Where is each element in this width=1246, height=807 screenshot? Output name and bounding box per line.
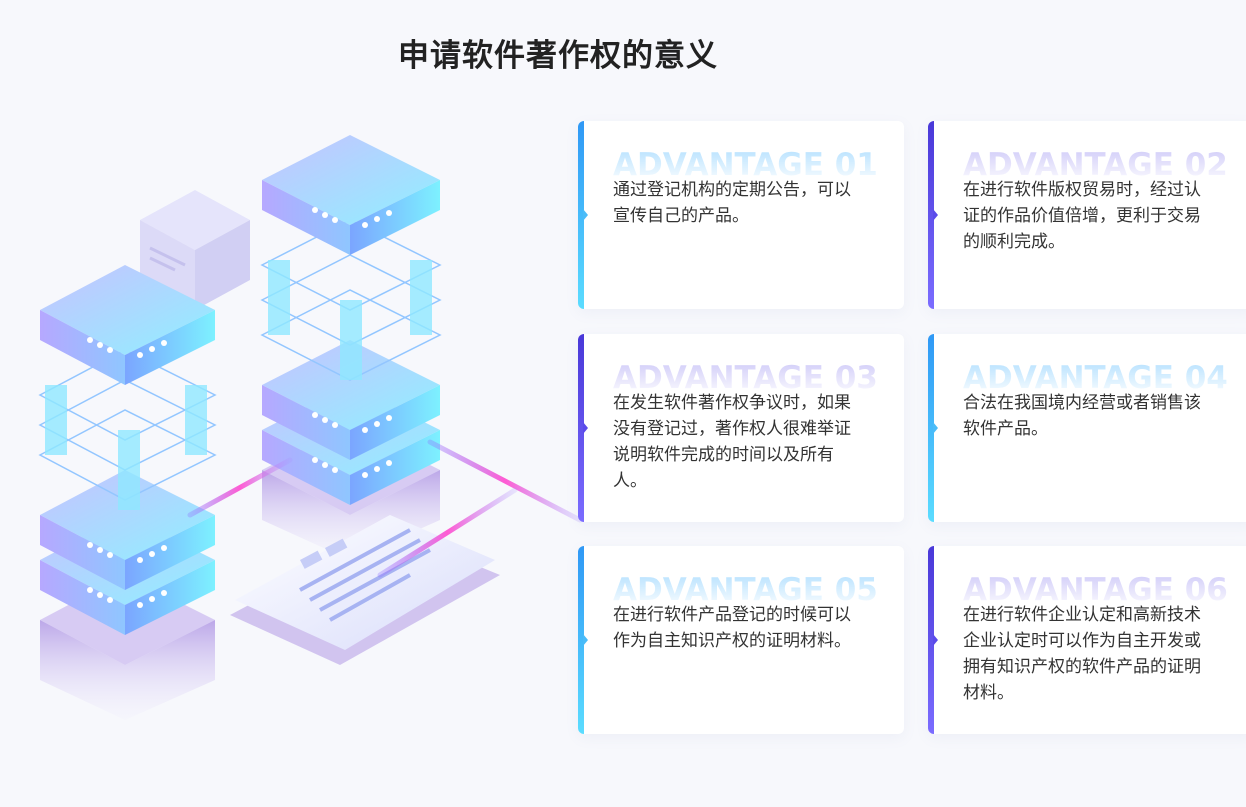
advantage-card-03: ADVANTAGE 03 在发生软件著作权争议时，如果没有登记过，著作权人很难举… [578, 334, 904, 522]
card-accent-notch [583, 422, 588, 434]
card-accent-notch [933, 634, 938, 646]
card-accent-bar [578, 334, 584, 522]
card-text: 合法在我国境内经营或者销售该软件产品。 [963, 393, 1201, 439]
card-accent-bar [928, 334, 934, 522]
advantage-card-04: ADVANTAGE 04 合法在我国境内经营或者销售该软件产品。 [928, 334, 1246, 522]
card-text: 通过登记机构的定期公告，可以宣传自己的产品。 [613, 180, 851, 226]
card-accent-notch [933, 209, 938, 221]
advantage-card-01: ADVANTAGE 01 通过登记机构的定期公告，可以宣传自己的产品。 [578, 121, 904, 309]
advantage-card-06: ADVANTAGE 06 在进行软件企业认定和高新技术企业认定时可以作为自主开发… [928, 546, 1246, 734]
card-text: 在进行软件企业认定和高新技术企业认定时可以作为自主开发或拥有知识产权的软件产品的… [963, 605, 1201, 703]
card-watermark: ADVANTAGE 04 [963, 360, 1228, 396]
card-accent-notch [933, 422, 938, 434]
card-text: 在进行软件版权贸易时，经过认证的作品价值倍增，更利于交易的顺利完成。 [963, 180, 1201, 252]
card-watermark: ADVANTAGE 01 [613, 147, 878, 183]
card-accent-bar [578, 121, 584, 309]
page-title: 申请软件著作权的意义 [398, 38, 718, 74]
advantage-card-05: ADVANTAGE 05 在进行软件产品登记的时候可以作为自主知识产权的证明材料… [578, 546, 904, 734]
card-watermark: ADVANTAGE 06 [963, 572, 1228, 608]
card-watermark: ADVANTAGE 02 [963, 147, 1228, 183]
card-accent-notch [583, 634, 588, 646]
card-text: 在发生软件著作权争议时，如果没有登记过，著作权人很难举证说明软件完成的时间以及所… [613, 393, 851, 491]
card-accent-bar [928, 546, 934, 734]
card-accent-bar [578, 546, 584, 734]
advantage-card-02: ADVANTAGE 02 在进行软件版权贸易时，经过认证的作品价值倍增，更利于交… [928, 121, 1246, 309]
card-accent-notch [583, 209, 588, 221]
card-accent-bar [928, 121, 934, 309]
card-watermark: ADVANTAGE 05 [613, 572, 878, 608]
server-illustration [38, 135, 583, 720]
card-text: 在进行软件产品登记的时候可以作为自主知识产权的证明材料。 [613, 605, 851, 651]
card-watermark: ADVANTAGE 03 [613, 360, 878, 396]
